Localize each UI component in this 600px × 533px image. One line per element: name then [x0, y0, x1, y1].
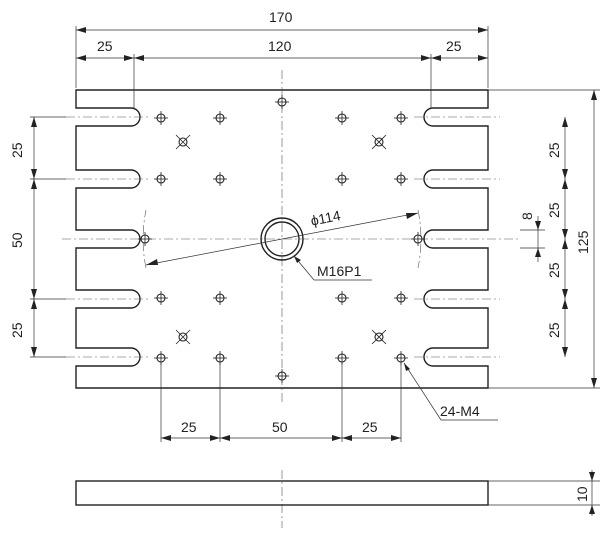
right-dimensions: 25 25 25 25 125 8: [488, 89, 600, 389]
dim-right-2: 25: [546, 202, 562, 218]
side-view: 10: [75, 470, 600, 516]
dim-right-1: 25: [546, 142, 562, 158]
dim-bottom-mid: 50: [272, 419, 288, 435]
dim-right-4: 25: [546, 322, 562, 338]
dim-overall-width: 170: [269, 9, 293, 25]
dim-left-mid: 50: [9, 232, 25, 248]
dim-slot-width: 8: [519, 212, 535, 220]
m4-hole-pattern: [138, 95, 425, 383]
dim-slot-span: 120: [268, 38, 292, 54]
diameter-label: ϕ114: [309, 207, 342, 229]
dim-bottom-right: 25: [362, 419, 378, 435]
diameter-dimension: ϕ114: [145, 207, 419, 266]
m4-leader: 24-M4: [403, 362, 498, 421]
m16-leader: M16P1: [293, 255, 372, 281]
bottom-dimensions: 25 50 25: [160, 362, 402, 442]
dim-bottom-left: 25: [181, 419, 197, 435]
center-lines: [62, 70, 520, 528]
m4-hole: [138, 95, 425, 383]
dim-right-3: 25: [546, 262, 562, 278]
center-m16-hole: [260, 217, 304, 261]
dim-thickness: 10: [574, 486, 590, 502]
dim-right-margin: 25: [446, 38, 462, 54]
dim-left-bottom: 25: [9, 322, 25, 338]
dim-overall-height: 125: [575, 230, 591, 254]
top-dimensions: 170 25 120 25: [75, 9, 489, 108]
m16-label: M16P1: [317, 263, 362, 279]
side-view-plate: [75, 480, 489, 506]
m4-label: 24-M4: [440, 403, 480, 419]
left-dimensions: 25 50 25: [9, 116, 66, 358]
dim-left-top: 25: [9, 142, 25, 158]
dim-left-margin: 25: [97, 38, 113, 54]
